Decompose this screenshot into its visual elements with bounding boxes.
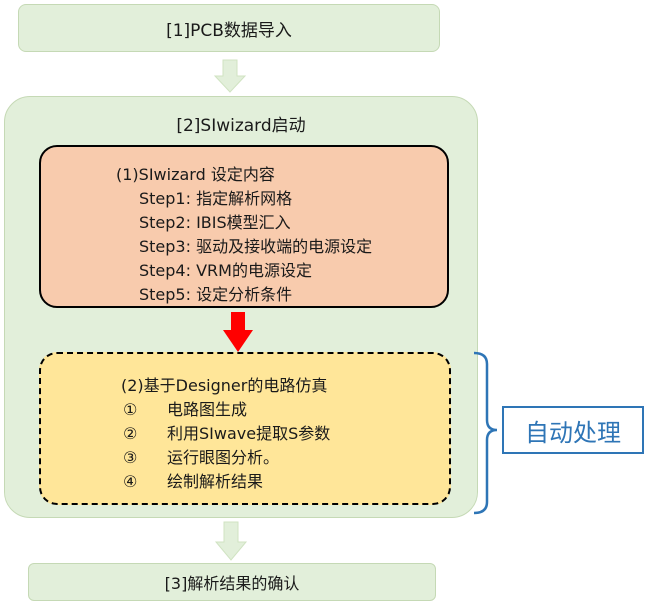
simulation-item-number: ② [123,424,138,443]
result-confirmation-box: [3]解析结果的确认 [28,563,436,601]
simulation-item-number: ③ [123,448,138,467]
setup-step-3: Step3: 驱动及接收端的电源设定 [139,237,373,256]
simulation-item-1: ① 电路图生成 [121,398,449,422]
auto-processing-label: 自动处理 [502,406,644,454]
simulation-item-2: ② 利用SIwave提取S参数 [121,422,449,446]
siwizard-setup-box: (1)SIwizard 设定内容 Step1: 指定解析网格 Step2: IB… [39,145,449,308]
simulation-item-text: 运行眼图分析。 [167,448,280,467]
siwizard-title: [2]SIwizard启动 [176,116,306,136]
setup-step-5: Step5: 设定分析条件 [139,285,293,304]
pcb-import-label: [1]PCB数据导入 [166,20,292,41]
simulation-heading: (2)基于Designer的电路仿真 [121,376,328,395]
simulation-item-text: 利用SIwave提取S参数 [167,424,331,443]
simulation-item-3: ③ 运行眼图分析。 [121,446,449,470]
circuit-simulation-box: (2)基于Designer的电路仿真 ① 电路图生成 ② 利用SIwave提取S参数… [39,352,451,505]
simulation-item-text: 绘制解析结果 [167,472,264,491]
arrow-down-icon [214,521,248,561]
setup-step-2: Step2: IBIS模型汇入 [139,213,291,232]
simulation-item-number: ④ [123,472,138,491]
arrow-down-icon [213,59,247,93]
result-confirmation-label: [3]解析结果的确认 [164,574,300,593]
simulation-item-4: ④ 绘制解析结果 [121,470,449,494]
setup-step-4: Step4: VRM的电源设定 [139,261,312,280]
right-brace-icon [473,351,498,515]
pcb-import-box: [1]PCB数据导入 [18,4,440,52]
red-arrow-down-icon [223,312,253,352]
setup-heading: (1)SIwizard 设定内容 [116,165,275,184]
auto-processing-text: 自动处理 [525,418,621,447]
setup-step-1: Step1: 指定解析网格 [139,189,293,208]
simulation-item-text: 电路图生成 [167,400,248,419]
simulation-item-number: ① [123,400,138,419]
